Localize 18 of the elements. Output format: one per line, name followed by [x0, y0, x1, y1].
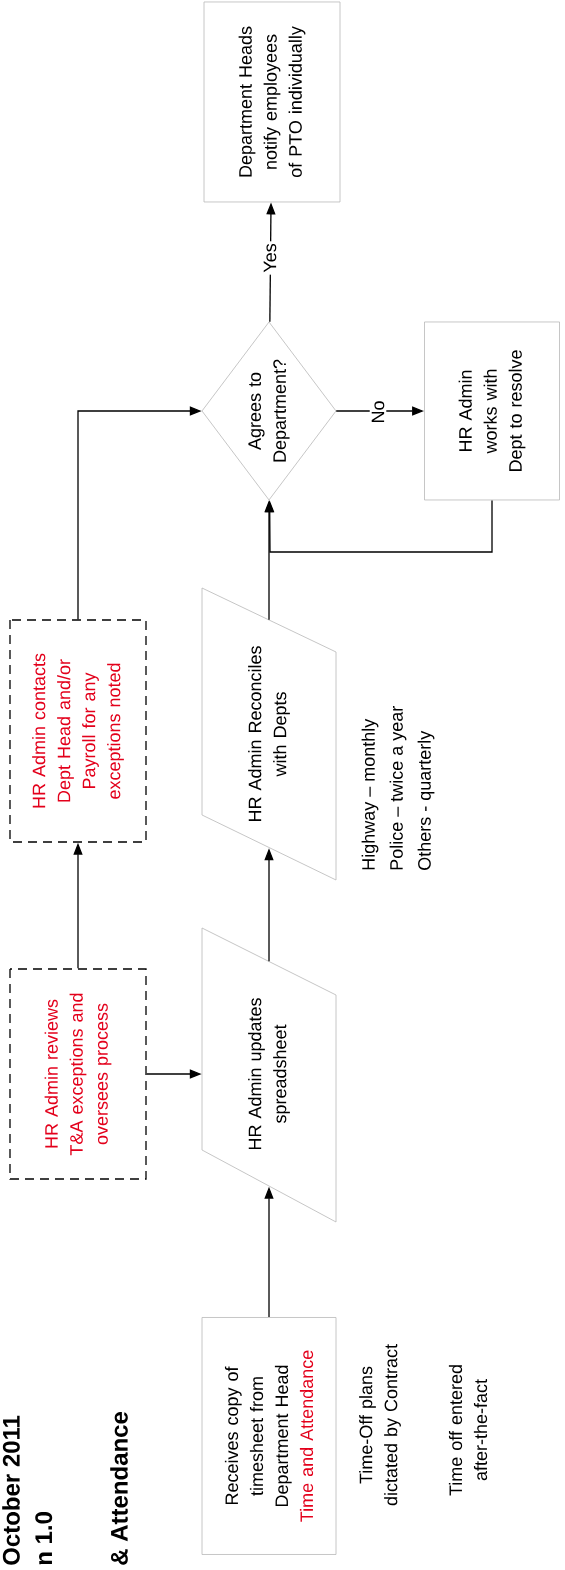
- note-text: Police – twice a year: [389, 706, 407, 870]
- process-box: Department Heads notify employees of PTO individually: [203, 1, 341, 203]
- note-text: Time off entered after-the-fact: [448, 1365, 488, 1496]
- note-text: Others - quarterly: [417, 730, 435, 870]
- dashed-note-box: HR Admin contacts Dept Head and/or Payroll for any exceptions noted: [9, 619, 147, 843]
- note-text: Time-Off plans dictated by Contract: [359, 1344, 401, 1506]
- note-text: Highway – monthly: [361, 718, 379, 870]
- dashed-note-box: HR Admin reviews T&A exceptions and oversees process: [9, 968, 147, 1180]
- arrow: [265, 499, 493, 553]
- process-parallelogram: HR Admin Reconciles with Depts: [201, 587, 337, 881]
- title-text: October 2011: [2, 1415, 20, 1565]
- title-text: n 1.0: [35, 1512, 53, 1565]
- edge-label: Yes: [261, 241, 279, 275]
- edge-label: No: [369, 398, 387, 426]
- process-box: HR Admin works with Dept to resolve: [424, 321, 560, 501]
- process-parallelogram: HR Admin updates spreadsheet: [201, 927, 337, 1223]
- process-box: Receives copy of timesheet from Department Head Time and Attendance: [201, 1317, 337, 1555]
- title-text: & Attendance: [110, 1411, 128, 1565]
